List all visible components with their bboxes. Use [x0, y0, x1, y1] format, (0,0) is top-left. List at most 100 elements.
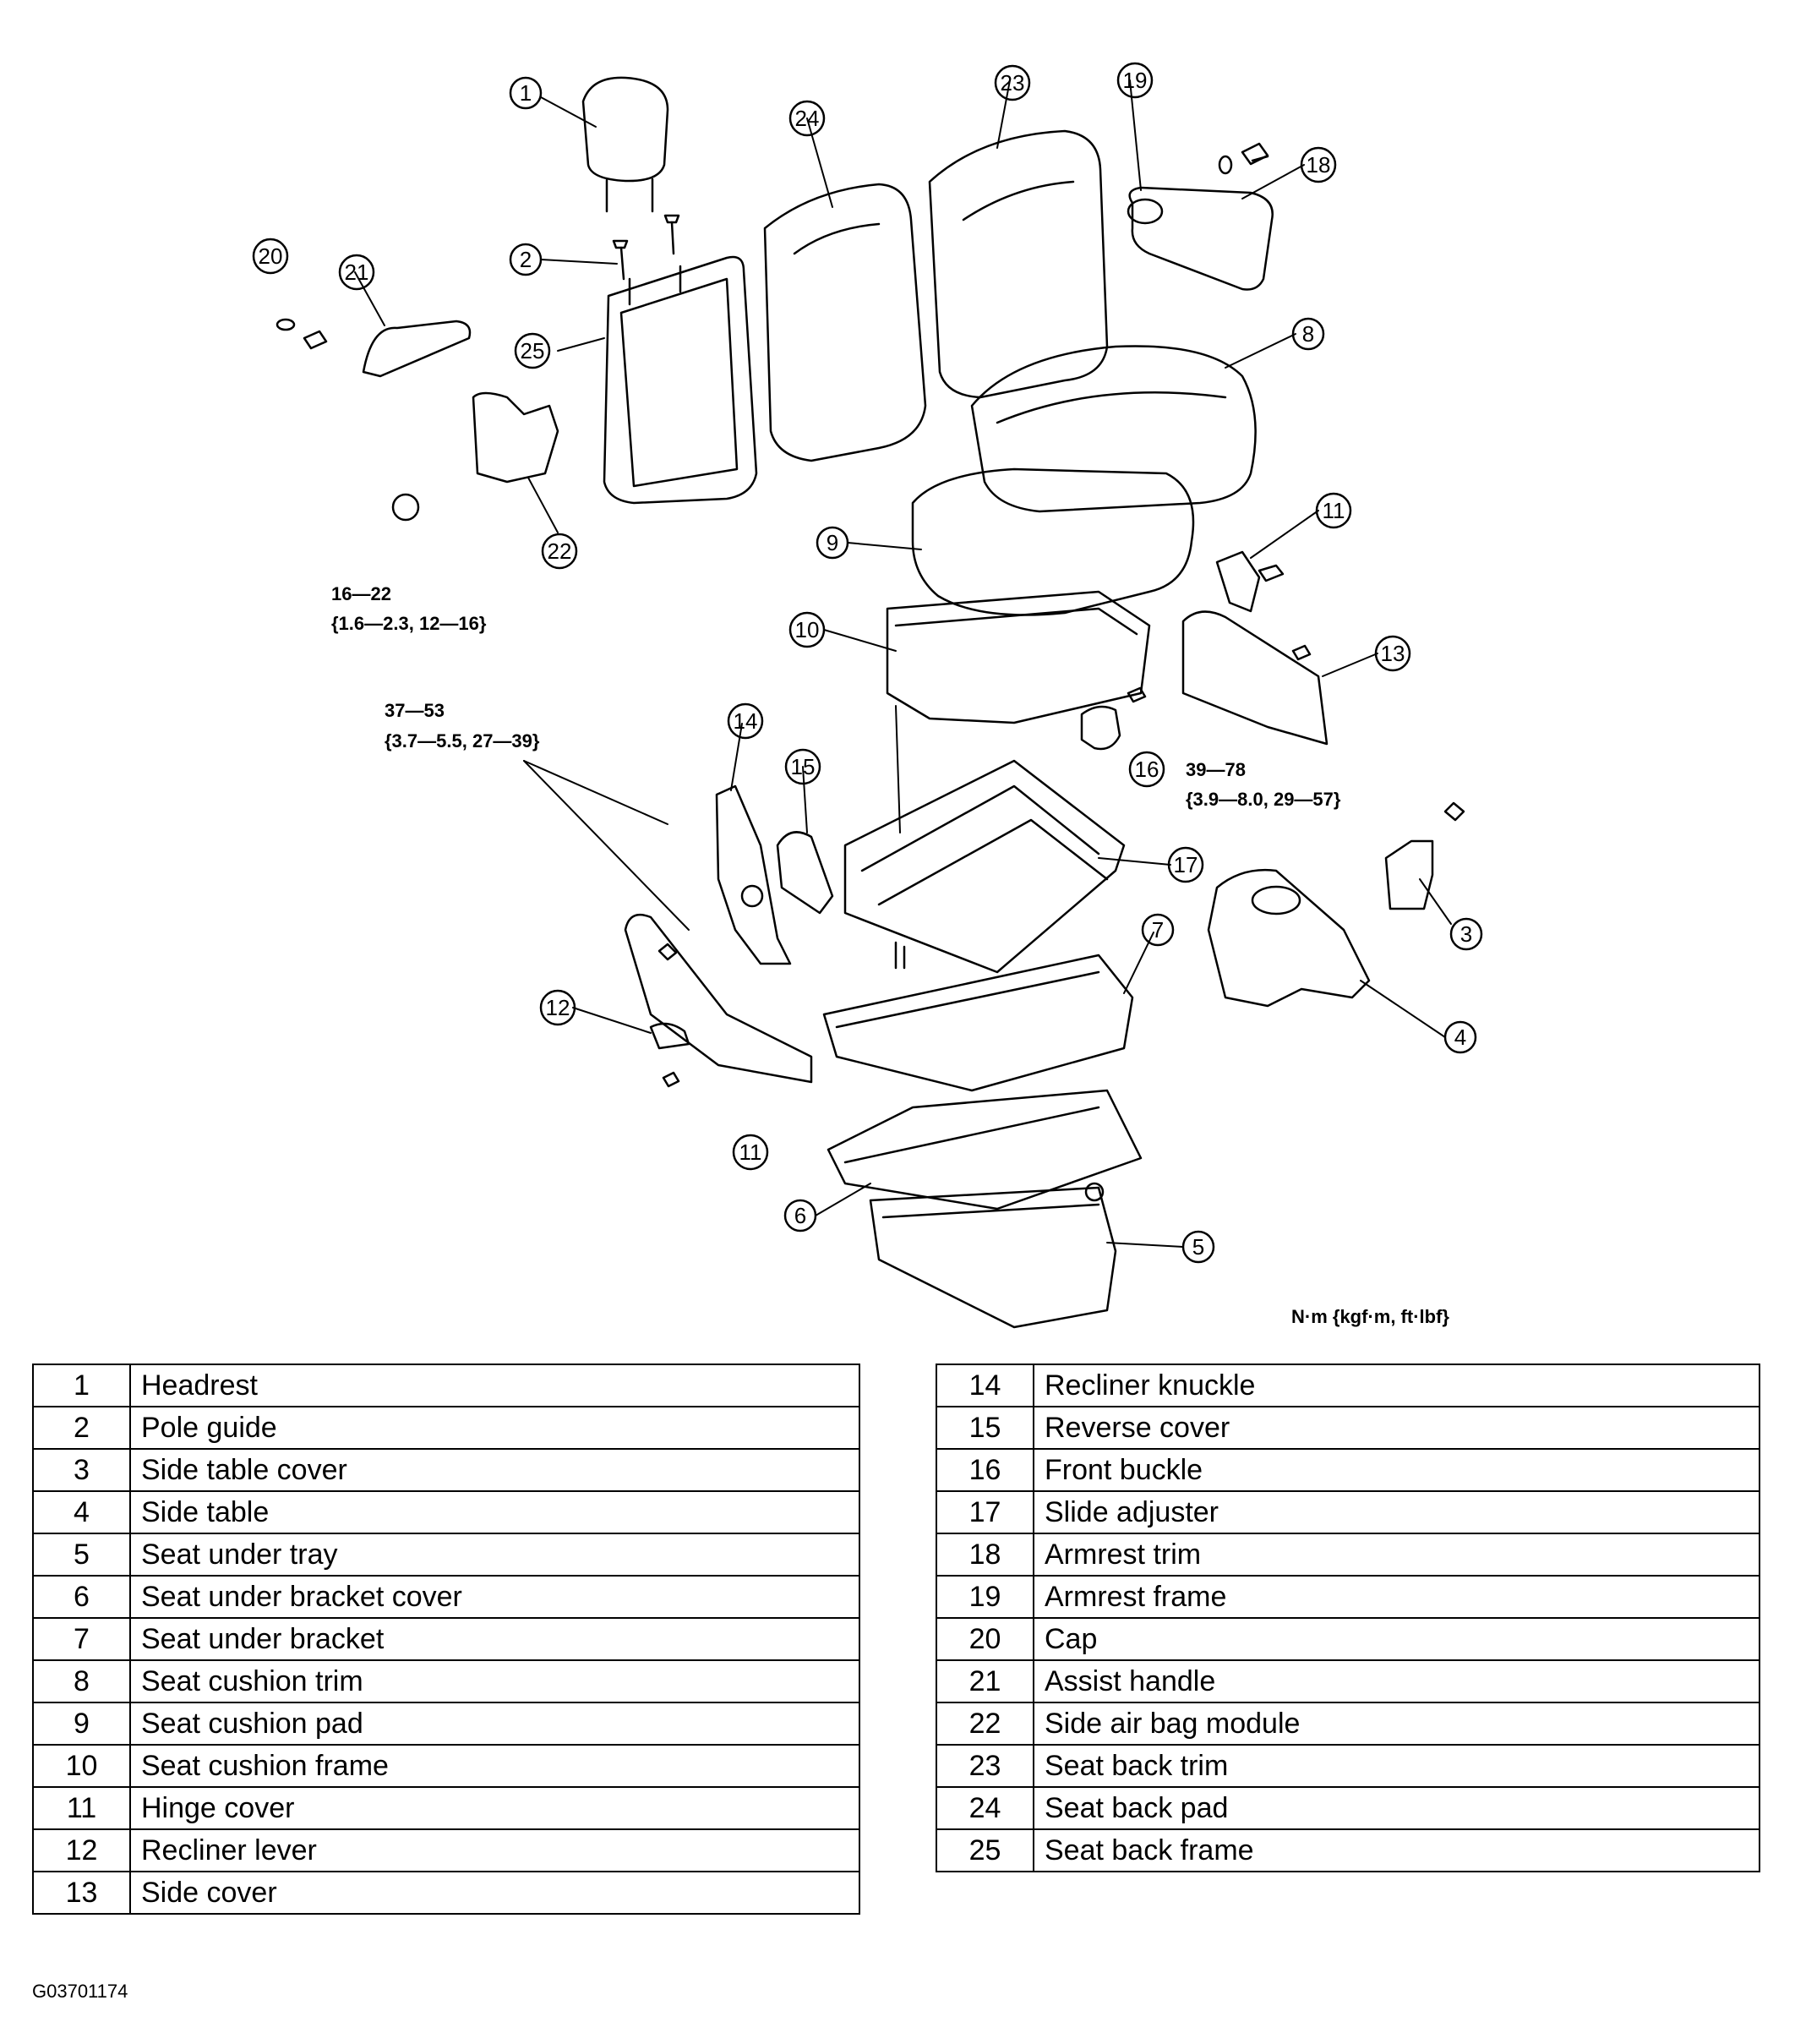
part-number: 3	[32, 1448, 131, 1492]
part-number: 2	[32, 1406, 131, 1450]
part-seat-cushion-trim	[970, 345, 1257, 513]
svg-text:10: 10	[795, 617, 820, 642]
part-number: 16	[936, 1448, 1034, 1492]
svg-text:11: 11	[1323, 498, 1345, 523]
part-seat-back-frame	[603, 255, 758, 505]
part-armrest	[1127, 186, 1274, 291]
part-name: Cap	[1033, 1617, 1760, 1661]
callout-25: 25	[514, 332, 551, 369]
part-number: 21	[936, 1659, 1034, 1703]
figure-code: G03701174	[32, 1981, 128, 2002]
svg-text:5: 5	[1192, 1234, 1204, 1260]
svg-text:11: 11	[739, 1140, 762, 1165]
part-armrest-bolt	[1218, 142, 1269, 175]
part-slide-adjuster	[843, 759, 1126, 974]
svg-text:13: 13	[1381, 641, 1405, 666]
callout-12: 12	[539, 989, 576, 1026]
part-number: 18	[936, 1533, 1034, 1577]
callout-20: 20	[252, 238, 289, 275]
callout-13: 13	[1374, 635, 1411, 672]
unit-label: N·m {kgf·m, ft·lbf}	[1291, 1306, 1449, 1327]
callout-18: 18	[1300, 146, 1337, 183]
svg-text:1: 1	[520, 80, 532, 106]
part-name: Seat back frame	[1033, 1828, 1760, 1872]
part-seat-under-tray	[869, 1182, 1117, 1329]
part-name: Assist handle	[1033, 1659, 1760, 1703]
part-reverse-cover	[776, 831, 834, 915]
svg-text:17: 17	[1174, 852, 1198, 877]
svg-text:18: 18	[1307, 152, 1331, 178]
torque-spec-2-range: 37—53	[385, 700, 445, 721]
part-number: 6	[32, 1575, 131, 1619]
part-name: Front buckle	[1033, 1448, 1760, 1492]
leader-lines	[354, 79, 1452, 1248]
part-side-table-cover	[1384, 801, 1465, 910]
part-number: 4	[32, 1490, 131, 1534]
part-seat-under-bracket-cover	[827, 1089, 1143, 1211]
part-number: 22	[936, 1702, 1034, 1746]
part-name: Headrest	[129, 1364, 860, 1407]
part-name: Side table	[129, 1490, 860, 1534]
exploded-seat-diagram: 1 2 3 4 5 6 7 8 9 10 11 11 12 13 14 15 1…	[252, 62, 1483, 1329]
callout-9: 9	[816, 526, 849, 560]
torque-spec-1-range: 16—22	[331, 583, 391, 604]
part-number: 20	[936, 1617, 1034, 1661]
svg-text:6: 6	[794, 1203, 806, 1228]
part-pole-guides	[612, 214, 680, 281]
callout-19: 19	[1116, 62, 1154, 99]
part-number: 19	[936, 1575, 1034, 1619]
callout-7: 7	[1141, 913, 1175, 947]
part-seat-under-bracket	[822, 945, 1134, 1092]
callout-23: 23	[994, 64, 1031, 101]
part-number: 14	[936, 1364, 1034, 1407]
svg-text:20: 20	[259, 243, 283, 269]
svg-text:12: 12	[546, 995, 570, 1020]
part-seat-back-trim	[928, 129, 1109, 399]
svg-text:15: 15	[791, 754, 816, 779]
callout-14: 14	[727, 702, 764, 740]
callout-3: 3	[1449, 917, 1483, 951]
part-seat-cushion-frame	[886, 590, 1151, 724]
callout-11-top: 11	[1315, 492, 1352, 529]
part-assist-handle	[276, 318, 472, 378]
callout-5: 5	[1181, 1230, 1215, 1264]
part-seat-cushion-pad	[911, 467, 1195, 616]
part-number: 25	[936, 1828, 1034, 1872]
callout-4: 4	[1443, 1020, 1477, 1054]
part-name: Side cover	[129, 1871, 860, 1915]
part-name: Seat under bracket	[129, 1617, 860, 1661]
svg-text:16: 16	[1135, 757, 1159, 782]
svg-text:25: 25	[521, 338, 545, 363]
part-name: Hinge cover	[129, 1786, 860, 1830]
part-hinge-cover-rear	[1215, 550, 1285, 613]
part-name: Side air bag module	[1033, 1702, 1760, 1746]
torque-spec-2-alt: {3.7—5.5, 27—39}	[385, 730, 540, 751]
part-name: Seat cushion pad	[129, 1702, 860, 1746]
svg-text:23: 23	[1001, 70, 1025, 96]
part-hinge-cover-front	[624, 913, 813, 1084]
part-name: Seat back pad	[1033, 1786, 1760, 1830]
part-number: 13	[32, 1871, 131, 1915]
callout-10: 10	[788, 611, 826, 648]
part-name: Armrest trim	[1033, 1533, 1760, 1577]
part-side-table	[1207, 869, 1371, 1008]
